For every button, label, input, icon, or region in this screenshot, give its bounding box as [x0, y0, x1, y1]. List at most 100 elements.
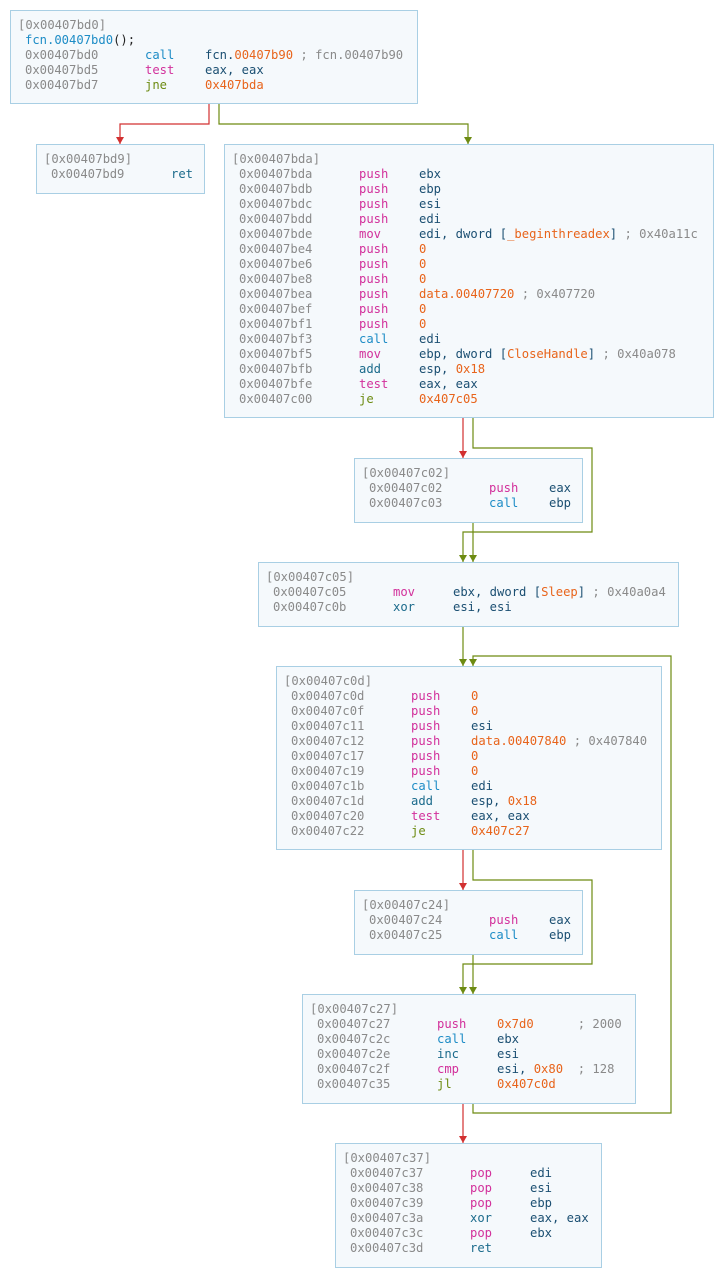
operand-token[interactable]: 0x80: [533, 1062, 564, 1076]
operand-token[interactable]: 0: [419, 317, 427, 331]
operand-token[interactable]: 0x7d0: [497, 1017, 534, 1031]
instruction-mnemonic: je: [359, 392, 374, 406]
operand-token[interactable]: 0x407c0d: [497, 1077, 556, 1091]
instruction-address: 0x00407c39: [350, 1196, 424, 1210]
instruction-operands: 0: [419, 317, 426, 332]
operand-token[interactable]: 00407b90: [234, 48, 294, 62]
operand-token[interactable]: 0x18: [507, 794, 538, 808]
edge-arrowhead: [469, 555, 477, 562]
operand-token[interactable]: Sleep: [541, 585, 578, 599]
instruction-address: 0x00407c3d: [350, 1241, 424, 1255]
operand-token[interactable]: 0: [471, 764, 479, 778]
operand-token[interactable]: 0: [471, 704, 479, 718]
operand-token[interactable]: 0: [471, 689, 479, 703]
operand-token[interactable]: _beginthreadex: [507, 227, 610, 241]
operand-token[interactable]: 0: [419, 257, 427, 271]
operand-token[interactable]: 0: [419, 302, 427, 316]
instruction-address: 0x00407bde: [239, 227, 313, 241]
operand-token[interactable]: 0: [419, 272, 427, 286]
instruction-address: 0x00407c1b: [291, 779, 365, 793]
instruction-mnemonic: pop: [470, 1226, 493, 1240]
instruction-comment: ; 0x407840: [566, 734, 648, 748]
edge-arrowhead: [459, 987, 467, 994]
operand-token[interactable]: data.00407840: [471, 734, 567, 748]
instruction-address: 0x00407bdb: [239, 182, 313, 196]
operand-token[interactable]: 0: [419, 242, 427, 256]
operand-token[interactable]: CloseHandle: [507, 347, 588, 361]
operand-token[interactable]: data.00407720: [419, 287, 515, 301]
instruction-comment: ; 0x40a0a4: [585, 585, 666, 599]
operand-token[interactable]: 0x18: [455, 362, 486, 376]
block-title: [0x00407c37]: [343, 1151, 432, 1165]
operand-token[interactable]: 0x407c05: [419, 392, 478, 406]
instruction-address: 0x00407c0b: [273, 600, 347, 614]
instruction-comment: ; 0x407720: [514, 287, 596, 301]
instruction-address: 0x00407c2c: [317, 1032, 391, 1046]
instruction-mnemonic: cmp: [437, 1062, 460, 1076]
operand-token[interactable]: 0: [471, 749, 479, 763]
instruction-mnemonic: call: [359, 332, 389, 346]
instruction-operands: edi: [419, 332, 441, 347]
operand-token[interactable]: 0x407bda: [205, 78, 264, 92]
instruction-operands: esi, 0x80 ; 128: [497, 1062, 614, 1077]
operand-token[interactable]: 0x407c27: [471, 824, 530, 838]
